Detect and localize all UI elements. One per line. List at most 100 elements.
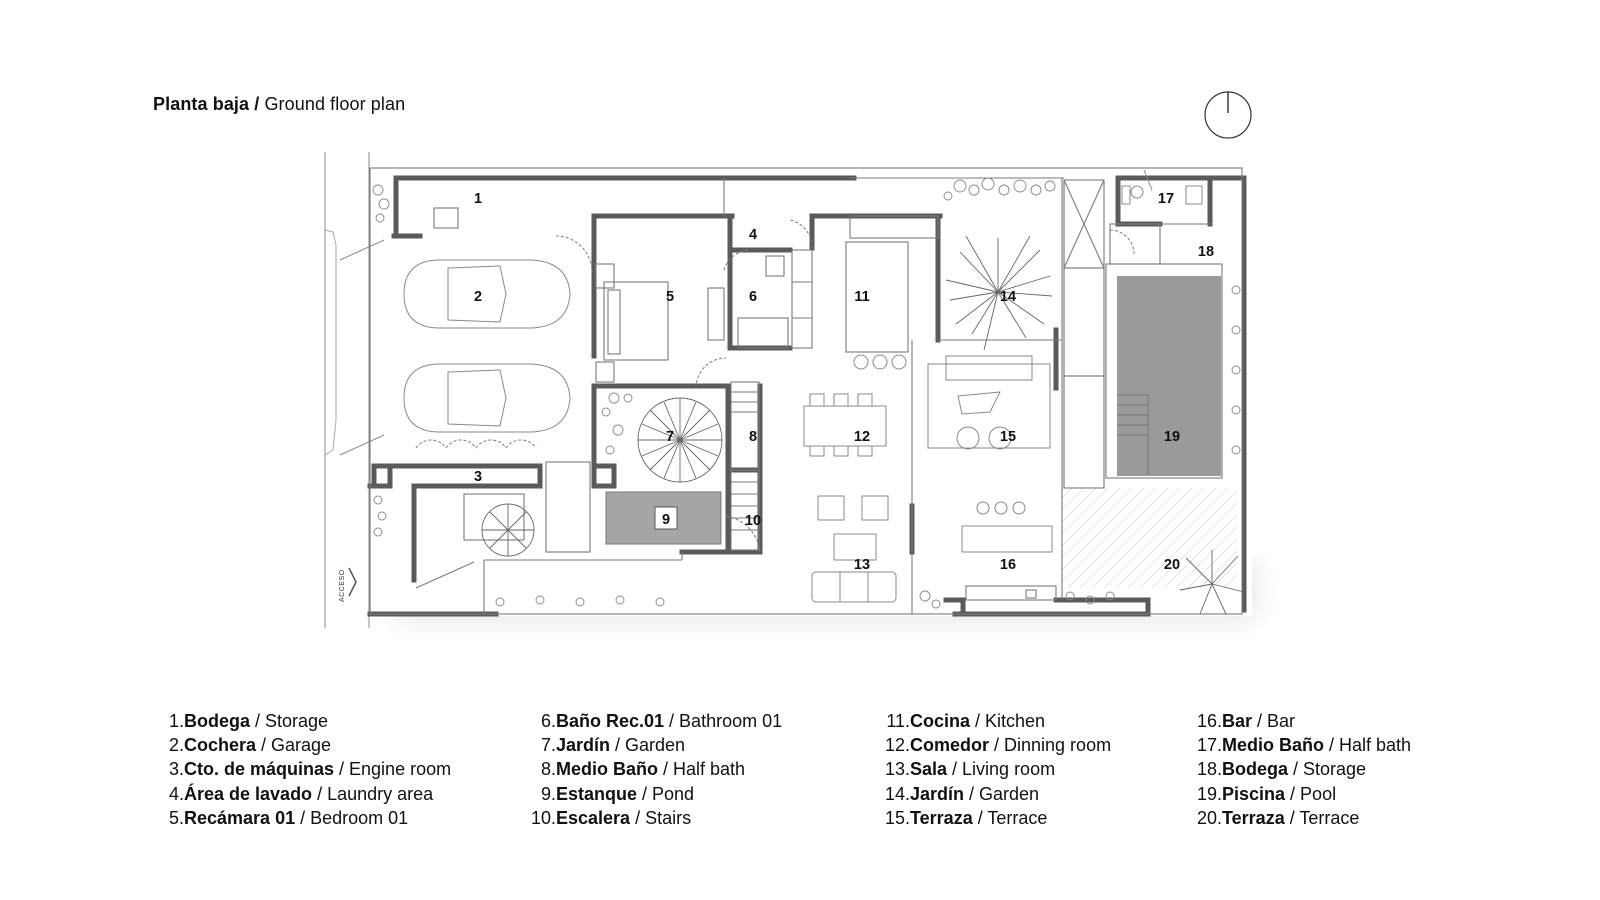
north-arrow-icon bbox=[1204, 91, 1252, 139]
legend-spanish: Recámara 01 bbox=[184, 807, 296, 828]
legend-item: 1.Bodega / Storage bbox=[164, 709, 451, 733]
access-arrow-icon bbox=[348, 567, 357, 597]
legend-spanish: Jardín bbox=[556, 735, 611, 756]
legend-item: 18.Bodega / Storage bbox=[1190, 757, 1411, 781]
access-label: ACCESO bbox=[339, 569, 346, 602]
legend-english: / Terrace bbox=[972, 807, 1048, 828]
legend-spanish: Cocina bbox=[910, 711, 971, 731]
room-label-17: 17 bbox=[1158, 191, 1174, 207]
legend-spanish: Terraza bbox=[910, 807, 973, 828]
legend-english: / Laundry area bbox=[312, 783, 434, 804]
legend-spanish: Baño Rec.01 bbox=[556, 711, 665, 731]
room-label-15: 15 bbox=[1000, 429, 1016, 445]
legend-column-1: 1.Bodega / Storage 2.Cochera / Garage 3.… bbox=[164, 709, 451, 830]
legend-column-2: 6.Baño Rec.01 / Bathroom 01 7.Jardín / G… bbox=[524, 709, 782, 830]
room-label-16: 16 bbox=[1000, 557, 1016, 573]
legend-spanish: Bodega bbox=[184, 711, 251, 731]
room-label-10: 10 bbox=[745, 513, 761, 529]
room-label-4: 4 bbox=[749, 227, 757, 243]
legend-item: 13.Sala / Living room bbox=[878, 757, 1111, 781]
legend-number: 16. bbox=[1196, 711, 1222, 731]
legend-english: / Half bath bbox=[1324, 735, 1412, 756]
legend-number: 7. bbox=[540, 735, 556, 756]
legend-number: 5. bbox=[168, 807, 184, 828]
legend-item: 9.Estanque / Pond bbox=[524, 782, 782, 806]
legend-spanish: Medio Baño bbox=[556, 759, 658, 780]
legend-item: 11.Cocina / Kitchen bbox=[878, 709, 1111, 733]
legend-column-3: 11.Cocina / Kitchen 12.Comedor / Dinning… bbox=[878, 709, 1111, 830]
legend-column-4: 16.Bar / Bar 17.Medio Baño / Half bath 1… bbox=[1190, 709, 1411, 830]
legend-item: 8.Medio Baño / Half bath bbox=[524, 757, 782, 781]
room-label-20: 20 bbox=[1164, 557, 1180, 573]
legend-item: 5.Recámara 01 / Bedroom 01 bbox=[164, 806, 451, 830]
legend-item: 20.Terraza / Terrace bbox=[1190, 806, 1411, 830]
legend-number: 9. bbox=[540, 783, 556, 804]
legend-item: 12.Comedor / Dinning room bbox=[878, 733, 1111, 757]
title-regular: Ground floor plan bbox=[259, 94, 406, 114]
legend-english: / Bar bbox=[1252, 711, 1296, 731]
door-swings bbox=[415, 219, 1135, 553]
legend-spanish: Escalera bbox=[556, 807, 631, 828]
car-icon bbox=[403, 259, 571, 433]
legend-english: / Kitchen bbox=[970, 711, 1046, 731]
access-lines bbox=[324, 152, 385, 628]
legend-number: 12. bbox=[884, 735, 910, 756]
legend-number: 20. bbox=[1196, 807, 1222, 828]
legend-spanish: Sala bbox=[910, 759, 948, 780]
legend-english: / Pond bbox=[637, 783, 695, 804]
room-label-2: 2 bbox=[474, 289, 482, 305]
room-label-5: 5 bbox=[666, 289, 674, 305]
room-label-8: 8 bbox=[749, 429, 757, 445]
room-label-18: 18 bbox=[1198, 244, 1214, 260]
legend-number: 4. bbox=[168, 783, 184, 804]
room-label-14: 14 bbox=[1000, 289, 1016, 305]
terrace-deck bbox=[1062, 488, 1237, 588]
legend-spanish: Estanque bbox=[556, 783, 638, 804]
legend-spanish: Cochera bbox=[184, 735, 257, 756]
legend-spanish: Cto. de máquinas bbox=[184, 759, 335, 780]
plant-icon bbox=[372, 177, 1245, 615]
legend-english: / Dinning room bbox=[989, 735, 1112, 756]
legend-number: 14. bbox=[884, 783, 910, 804]
legend-number: 19. bbox=[1196, 783, 1222, 804]
legend-item: 4.Área de lavado / Laundry area bbox=[164, 782, 451, 806]
legend-english: / Pool bbox=[1285, 783, 1337, 804]
legend-english: / Bathroom 01 bbox=[664, 711, 783, 731]
title-bold: Planta baja / bbox=[153, 94, 260, 114]
pool bbox=[1117, 276, 1221, 476]
room-label-6: 6 bbox=[749, 289, 757, 305]
legend-number: 8. bbox=[540, 759, 556, 780]
legend-number: 3. bbox=[168, 759, 184, 780]
legend-english: / Terrace bbox=[1284, 807, 1360, 828]
legend-spanish: Bar bbox=[1222, 711, 1253, 731]
legend-item: 16.Bar / Bar bbox=[1190, 709, 1411, 733]
legend-english: / Storage bbox=[250, 711, 329, 731]
legend-number: 6. bbox=[540, 711, 556, 731]
legend-number: 17. bbox=[1196, 735, 1222, 756]
legend-item: 2.Cochera / Garage bbox=[164, 733, 451, 757]
tree-icon bbox=[481, 503, 535, 557]
pool-steps bbox=[1117, 394, 1149, 475]
legend-number: 18. bbox=[1196, 759, 1222, 780]
room-label-19: 19 bbox=[1164, 429, 1180, 445]
legend-english: / Engine room bbox=[334, 759, 452, 780]
legend-spanish: Terraza bbox=[1222, 807, 1285, 828]
legend-number: 11. bbox=[886, 711, 910, 731]
legend-english: / Garden bbox=[964, 783, 1040, 804]
legend-number: 1. bbox=[168, 711, 184, 731]
room-label-9: 9 bbox=[662, 512, 670, 528]
tree-icon bbox=[637, 397, 723, 483]
room-label-13: 13 bbox=[854, 557, 870, 573]
legend-item: 14.Jardín / Garden bbox=[878, 782, 1111, 806]
legend-english: / Storage bbox=[1288, 759, 1367, 780]
legend-english: / Garage bbox=[256, 735, 332, 756]
furniture bbox=[803, 169, 1203, 603]
legend-english: / Living room bbox=[947, 759, 1056, 780]
room-label-12: 12 bbox=[854, 429, 870, 445]
palm-icon bbox=[1179, 550, 1245, 615]
legend-item: 6.Baño Rec.01 / Bathroom 01 bbox=[524, 709, 782, 733]
room-label-3: 3 bbox=[474, 469, 482, 485]
legend-spanish: Jardín bbox=[910, 783, 965, 804]
legend-item: 15.Terraza / Terrace bbox=[878, 806, 1111, 830]
